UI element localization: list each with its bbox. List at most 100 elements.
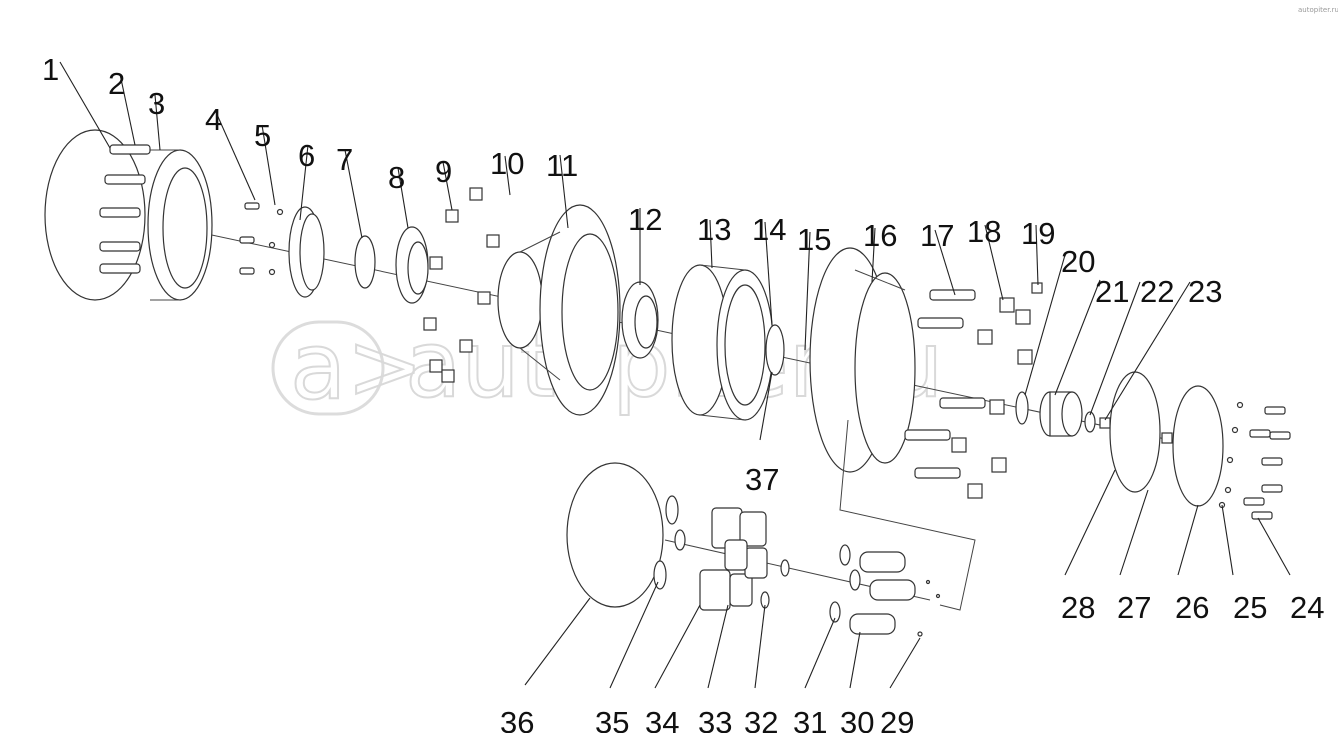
ring-gear: [671, 264, 774, 421]
callout-leader-19: [1035, 224, 1039, 286]
callout-leader-7: [344, 149, 363, 239]
thrust-washer: [765, 324, 785, 376]
callout-number-4: 4: [205, 102, 222, 137]
callout-number-9: 9: [435, 154, 452, 189]
outer-bearing: [395, 226, 429, 304]
snap-ring: [1015, 391, 1029, 425]
callout-leaders: [59, 61, 1291, 689]
callout-leader-30: [849, 631, 861, 689]
callout-number-17: 17: [920, 218, 954, 253]
callout-leader-1: [59, 61, 111, 149]
callout-number-5: 5: [254, 118, 271, 153]
callout-number-27: 27: [1117, 590, 1151, 625]
callout-leader-24: [1257, 517, 1291, 576]
planet-carrier: [809, 247, 916, 473]
sun-gear: [1039, 391, 1083, 437]
callout-leader-21: [1054, 279, 1101, 396]
callout-number-12: 12: [628, 202, 662, 237]
cover-bolts: [1218, 401, 1291, 520]
callout-leader-11: [559, 154, 569, 229]
callout-number-14: 14: [752, 212, 786, 247]
subassembly-bracket: [839, 419, 976, 611]
wheel-hub: [497, 204, 621, 416]
callout-leader-37: [759, 371, 773, 441]
callout-number-36: 36: [500, 705, 534, 733]
callout-number-6: 6: [298, 138, 315, 173]
callout-number-20: 20: [1061, 244, 1095, 279]
callout-number-29: 29: [880, 705, 914, 733]
spacer-ring: [354, 235, 376, 289]
callout-leader-5: [261, 124, 276, 206]
callout-leader-2: [119, 73, 136, 146]
callout-leader-34: [654, 604, 701, 689]
callout-leader-18: [984, 224, 1004, 301]
callout-number-30: 30: [840, 705, 874, 733]
callout-number-34: 34: [645, 705, 679, 733]
callout-leader-4: [214, 109, 256, 201]
callout-number-23: 23: [1188, 274, 1222, 309]
callout-leader-10: [504, 155, 511, 196]
callout-leader-8: [397, 167, 409, 229]
callout-number-22: 22: [1140, 274, 1174, 309]
carrier-gasket: [566, 462, 664, 608]
callout-leader-14: [764, 221, 773, 326]
planet-washers: [653, 495, 686, 590]
carrier-pins: [904, 282, 1043, 499]
retaining-ring: [780, 559, 790, 577]
callout-leader-23: [1104, 281, 1191, 421]
callout-leader-6: [299, 144, 309, 221]
planet-gears: [699, 507, 768, 611]
callout-number-7: 7: [336, 142, 353, 177]
plug: [1161, 432, 1173, 444]
callout-number-16: 16: [863, 218, 897, 253]
callout-leader-22: [1089, 281, 1141, 416]
callout-leader-17: [934, 229, 956, 296]
callout-number-33: 33: [698, 705, 732, 733]
callout-leader-13: [709, 219, 713, 269]
callout-number-19: 19: [1021, 216, 1055, 251]
callout-number-13: 13: [697, 212, 731, 247]
callout-leader-32: [754, 604, 766, 689]
callout-leader-35: [609, 581, 659, 689]
callout-leader-25: [1221, 504, 1234, 576]
callout-leader-9: [442, 161, 453, 211]
callout-number-10: 10: [490, 146, 524, 181]
callout-number-24: 24: [1290, 590, 1324, 625]
callout-leader-31: [804, 617, 836, 689]
callout-number-26: 26: [1175, 590, 1209, 625]
callout-number-8: 8: [388, 160, 405, 195]
callout-number-2: 2: [108, 66, 125, 101]
end-cover: [1172, 385, 1224, 507]
callout-number-11: 11: [546, 148, 578, 183]
callout-leader-36: [524, 597, 591, 686]
oil-seal: [288, 206, 325, 298]
callout-number-1: 1: [42, 52, 59, 87]
small-bolts: [239, 202, 284, 276]
callout-leader-33: [707, 604, 729, 689]
callout-leader-26: [1177, 504, 1199, 576]
callout-number-15: 15: [797, 222, 831, 257]
inner-bearing: [621, 281, 659, 359]
callout-number-32: 32: [744, 705, 778, 733]
callout-leader-16: [871, 227, 876, 283]
callout-leader-28: [1064, 469, 1116, 576]
callout-number-21: 21: [1095, 274, 1129, 309]
hub-flange: [44, 129, 213, 301]
callout-number-31: 31: [793, 705, 827, 733]
planet-pins: [829, 544, 941, 637]
small-ring: [1084, 411, 1096, 433]
callout-number-18: 18: [967, 214, 1001, 249]
corner-watermark: autopiter.ru: [1298, 6, 1338, 14]
callout-number-28: 28: [1061, 590, 1095, 625]
callout-number-3: 3: [148, 86, 165, 121]
callout-leader-27: [1119, 489, 1149, 576]
watermark-logo-text: a>: [290, 313, 423, 420]
callout-number-35: 35: [595, 705, 629, 733]
cover-gasket: [1109, 371, 1161, 493]
wheel-studs: [99, 144, 151, 274]
callout-leader-15: [804, 231, 811, 351]
callout-number-37: 37: [745, 462, 779, 497]
